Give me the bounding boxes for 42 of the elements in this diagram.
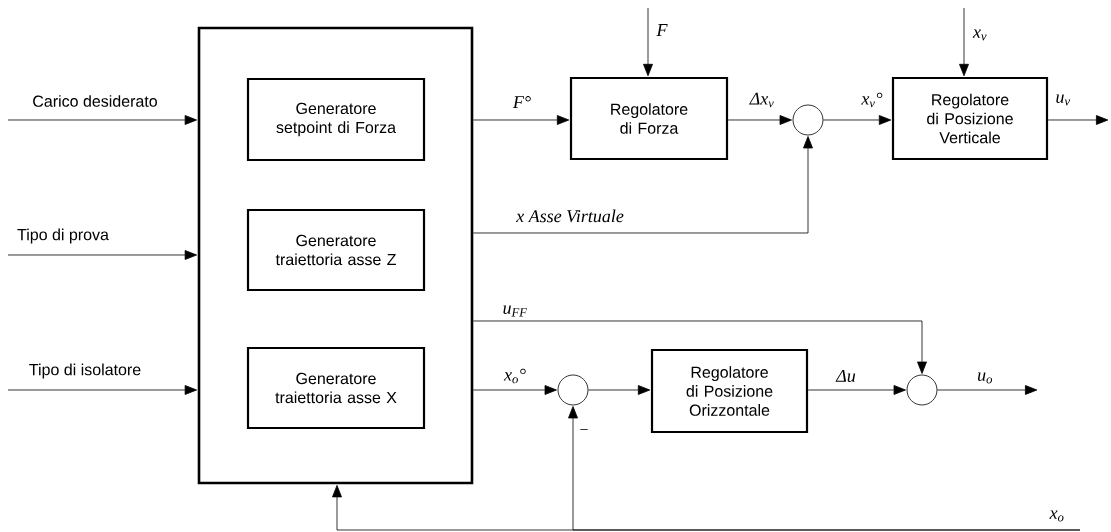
sign-label: − bbox=[580, 429, 588, 430]
edge-label: u$_{o}$ bbox=[978, 372, 993, 384]
edge-label: x Asse Virtuale bbox=[515, 209, 624, 223]
edge-label: Δx$_{v}$ bbox=[749, 92, 774, 108]
arrow bbox=[472, 136, 813, 234]
edge-label: F bbox=[656, 24, 668, 36]
arrow bbox=[643, 7, 653, 77]
edge-label: F° bbox=[512, 96, 531, 108]
arrow bbox=[7, 115, 197, 125]
controller-box: Regolatore di Posizione Orizzontale bbox=[650, 348, 809, 434]
arrow bbox=[588, 385, 651, 395]
arrow bbox=[332, 485, 1081, 531]
edge-label: u$_{FF}$ bbox=[503, 305, 528, 317]
summing-junction bbox=[792, 104, 824, 136]
summing-junction bbox=[557, 374, 589, 406]
arrow bbox=[472, 385, 557, 395]
generator-box: Generatore setpoint di Forza bbox=[246, 77, 426, 162]
edge-label: x$_{v}$ bbox=[972, 29, 987, 41]
arrow bbox=[807, 385, 906, 395]
arrow bbox=[937, 385, 1038, 395]
block-box bbox=[197, 26, 474, 485]
edge-label: Tipo di isolatore bbox=[29, 363, 141, 379]
arrow bbox=[472, 320, 927, 374]
controller-box: Regolatore di Forza bbox=[569, 76, 729, 161]
edge-label: x$_{v}$° bbox=[861, 92, 883, 108]
edge-label: Tipo di prova bbox=[17, 228, 109, 244]
edge-label: x$_{o}$ bbox=[1049, 510, 1064, 522]
arrow bbox=[472, 115, 570, 125]
edge-label: Carico desiderato bbox=[33, 95, 157, 107]
edge-label: x$_{o}$° bbox=[503, 368, 526, 384]
edge-label: u$_{v}$ bbox=[1056, 94, 1071, 106]
generator-box: Generatore traiettoria asse Z bbox=[246, 208, 426, 292]
arrow bbox=[727, 115, 792, 125]
arrow bbox=[823, 115, 892, 125]
summing-junction bbox=[906, 374, 938, 406]
arrow bbox=[959, 7, 969, 77]
arrow bbox=[7, 385, 197, 395]
arrow bbox=[1047, 115, 1109, 125]
arrow bbox=[7, 250, 197, 260]
edge-label: Δu bbox=[835, 369, 856, 383]
controller-box: Regolatore di Posizione Verticale bbox=[891, 76, 1049, 161]
generator-box: Generatore traiettoria asse X bbox=[246, 346, 426, 430]
